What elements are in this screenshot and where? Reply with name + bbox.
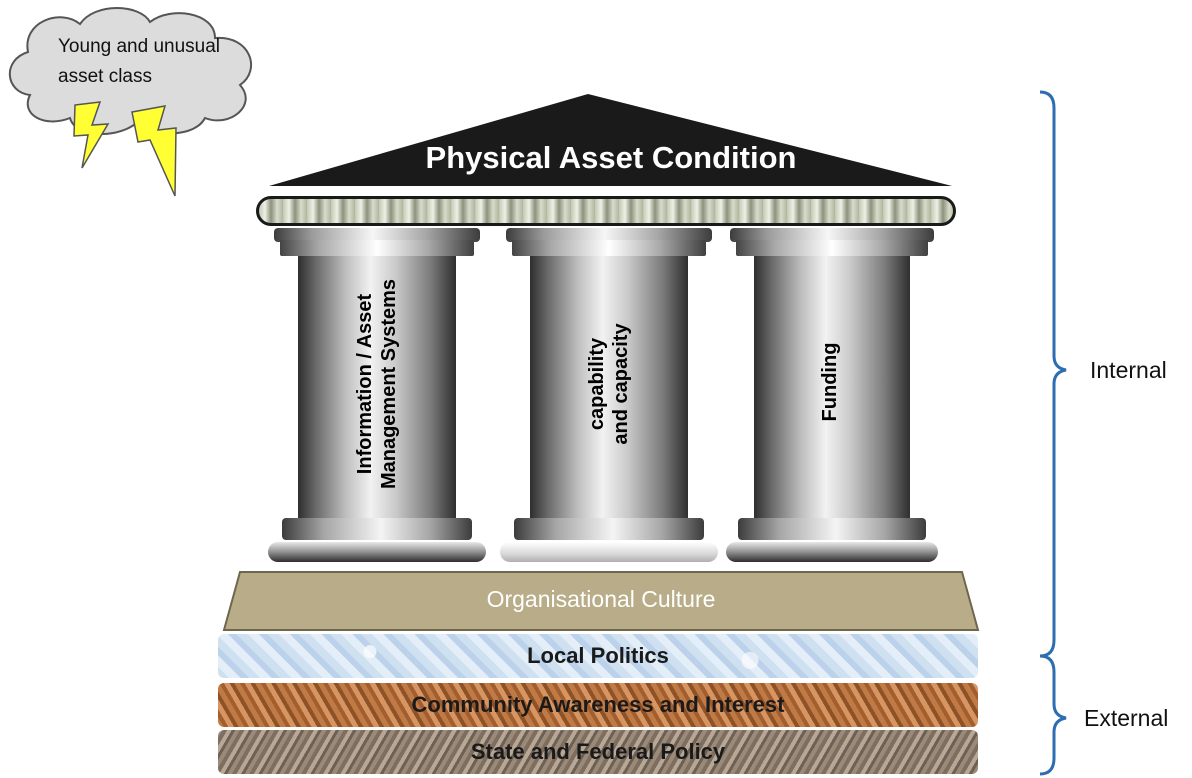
pillar-base <box>514 518 704 540</box>
pillar-base <box>738 518 926 540</box>
external-brace <box>1039 654 1067 776</box>
pillar-plinth <box>268 542 486 562</box>
external-label: External <box>1084 705 1169 731</box>
organisational-culture-platform <box>222 571 980 631</box>
pillar-label-line1: Funding <box>819 342 841 422</box>
pillar-label-line1: Information / Asset <box>354 293 376 475</box>
pillar-funding: Funding <box>726 228 938 568</box>
cloud-text: Young and unusual asset class <box>58 32 258 92</box>
cloud-text-line1: Young and unusual <box>58 36 221 57</box>
pillar-shaft <box>298 256 456 518</box>
state-federal-policy-label: State and Federal Policy <box>470 739 726 764</box>
lightning-bolt-icon <box>131 105 177 197</box>
pillar-capability-capacity: capability and capacity <box>500 228 718 568</box>
internal-label: Internal <box>1090 357 1167 383</box>
roof-title: Physical Asset Condition <box>425 140 797 175</box>
community-awareness-band: Community Awareness and Interest <box>218 683 978 727</box>
pillar-label: capability and capacity <box>585 224 633 544</box>
pillar-label-line2: Management Systems <box>378 278 400 490</box>
pillar-plinth <box>726 542 938 562</box>
pillar-capital-top <box>506 228 712 242</box>
state-federal-policy-band: State and Federal Policy <box>218 730 978 774</box>
organisational-culture-label: Organisational Culture <box>486 586 716 612</box>
pillar-label-line1: capability <box>586 337 608 431</box>
lightning-bolt-icon <box>73 101 110 169</box>
roof-pediment <box>262 94 960 192</box>
brace-brackets <box>1039 90 1067 776</box>
local-politics-label: Local Politics <box>527 643 669 668</box>
community-awareness-label: Community Awareness and Interest <box>411 692 785 717</box>
local-politics-band: Local Politics <box>218 634 978 678</box>
pillar-shaft <box>530 256 688 518</box>
pillar-label-line2: and capacity <box>610 323 632 445</box>
pillar-base <box>282 518 472 540</box>
pillar-capital-top <box>730 228 934 242</box>
storm-cloud-icon <box>8 7 252 197</box>
pillar-label: Funding <box>818 222 846 542</box>
cloud-text-line2: asset class <box>58 66 152 87</box>
internal-brace <box>1039 90 1067 658</box>
frieze-band <box>256 196 956 226</box>
pillar-capital <box>280 240 474 256</box>
pillar-capital <box>736 240 928 256</box>
pillar-label: Information / Asset Management Systems <box>353 224 401 544</box>
pillar-capital <box>512 240 706 256</box>
pillar-shaft <box>754 256 910 518</box>
pillar-plinth <box>500 542 718 562</box>
pillar-information-systems: Information / Asset Management Systems <box>268 228 486 568</box>
pillar-capital-top <box>274 228 480 242</box>
